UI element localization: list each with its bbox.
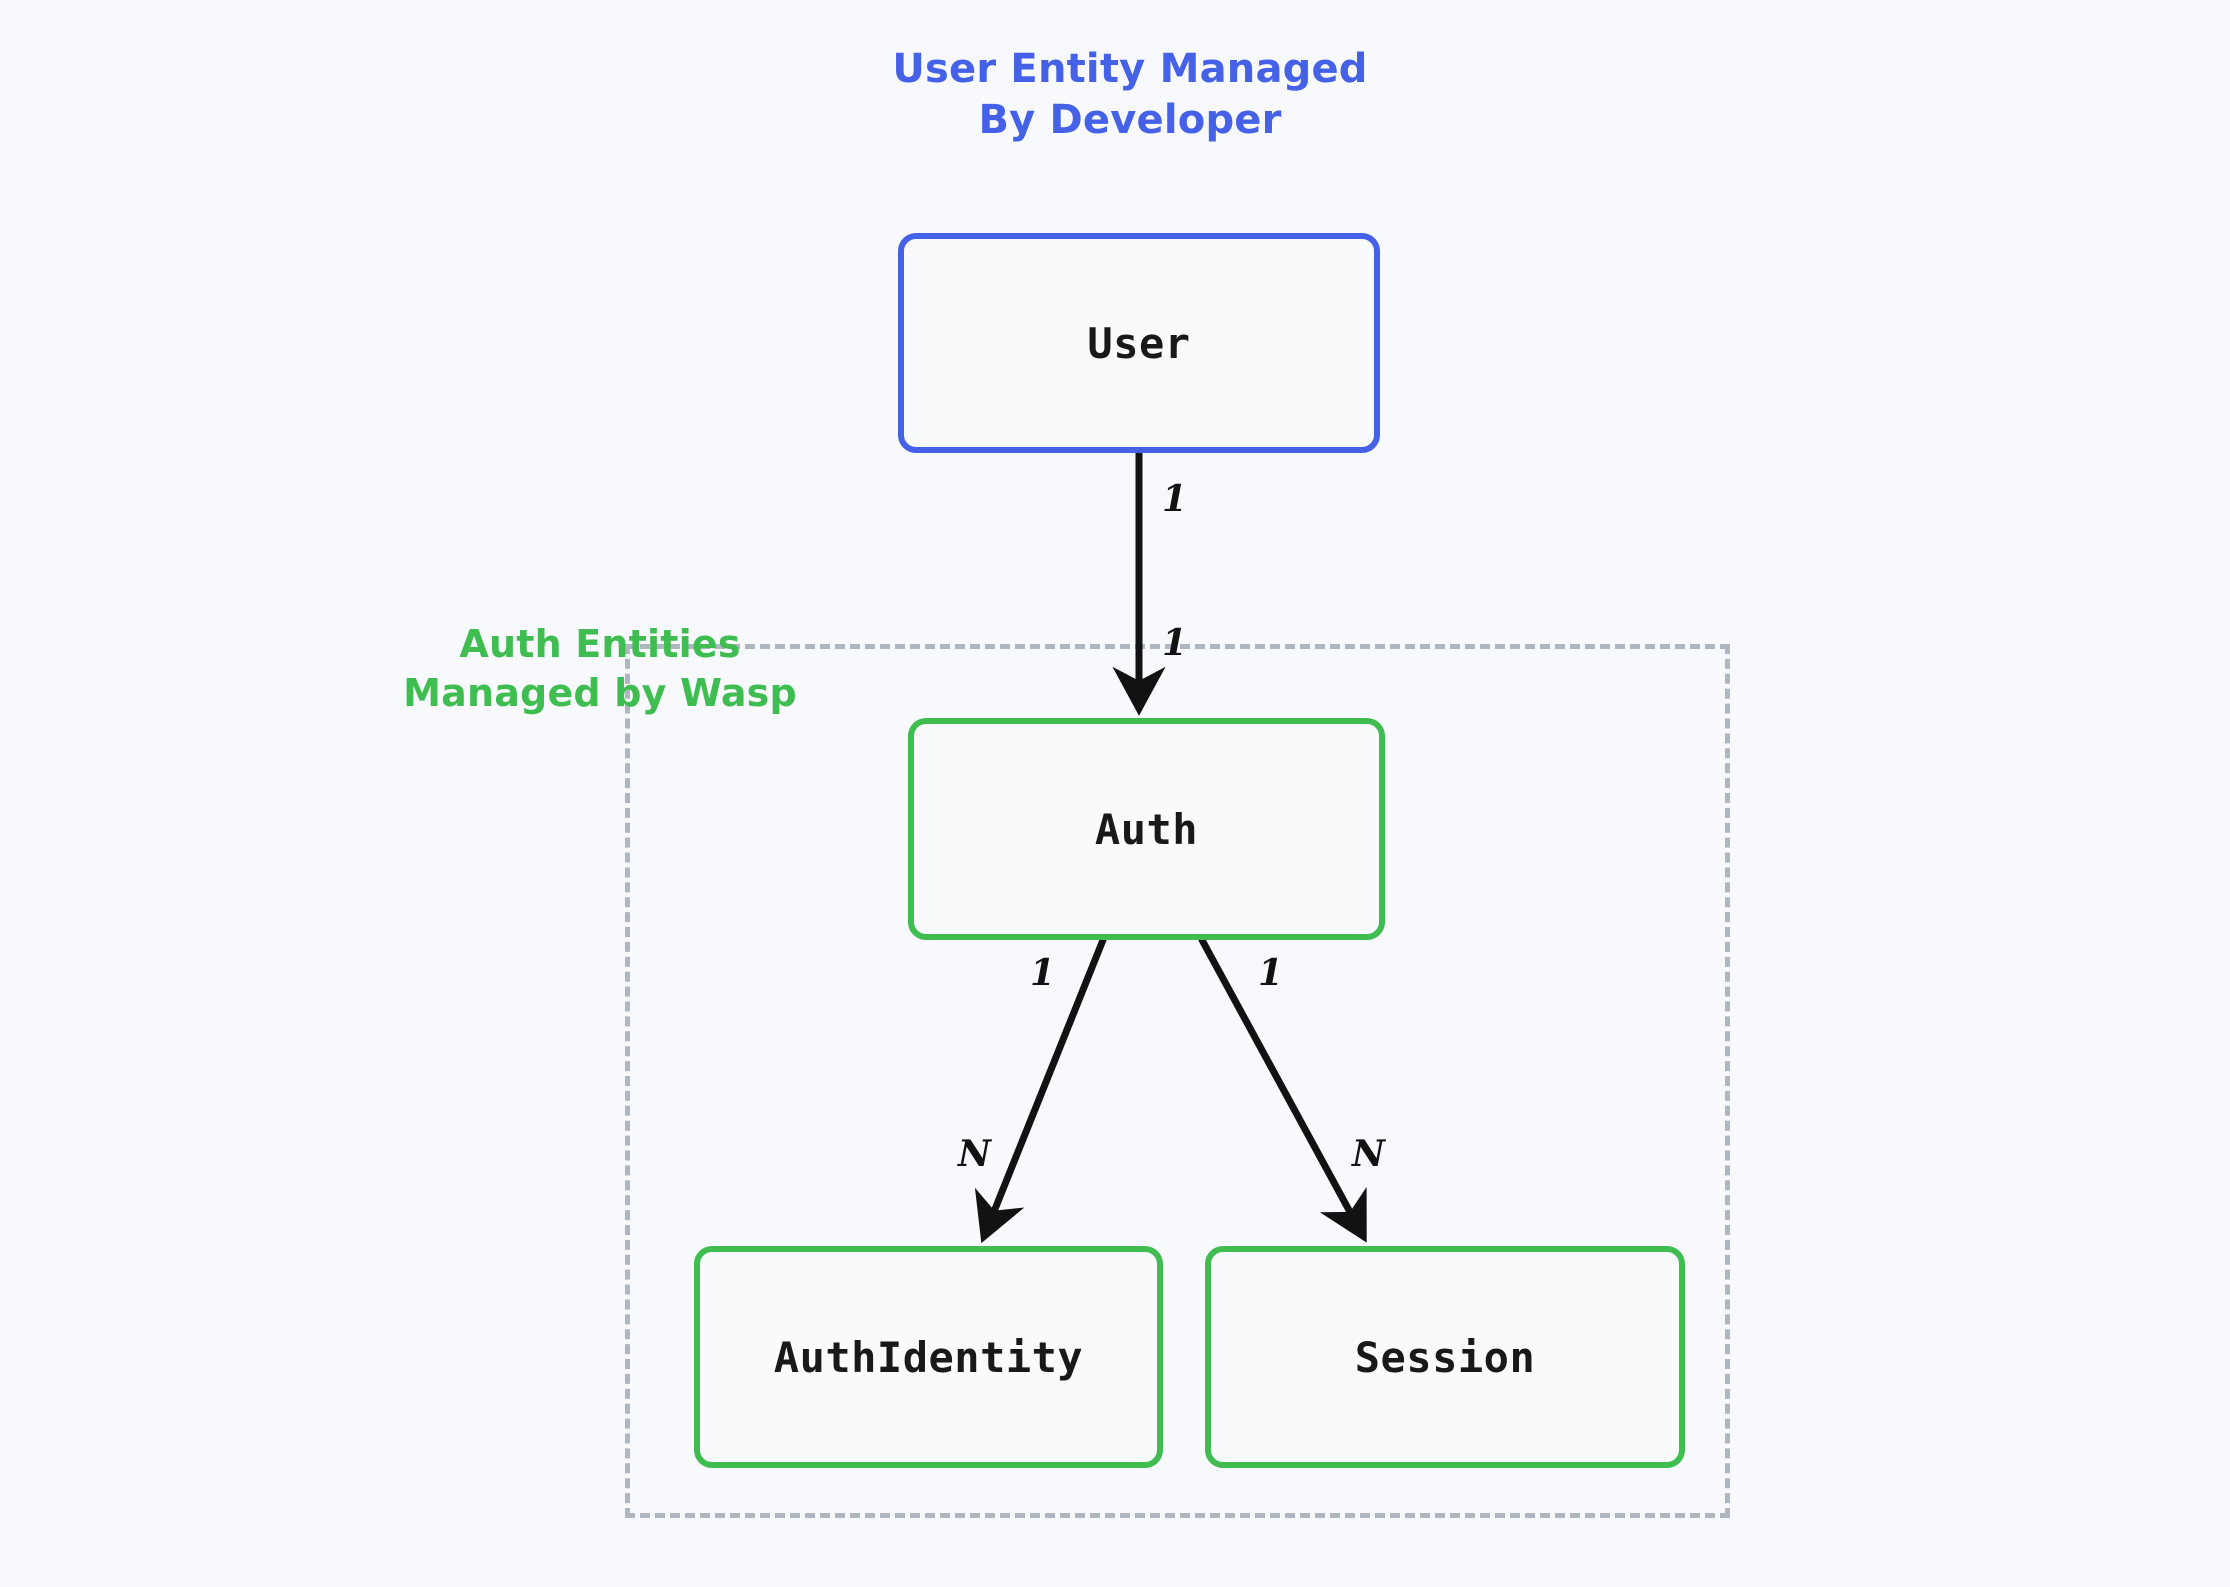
developer-group-title: User Entity Managed By Developer [892, 46, 1368, 144]
entity-node-authidentity[interactable]: AuthIdentity [694, 1246, 1163, 1468]
entity-node-user[interactable]: User [898, 233, 1380, 453]
edge-label-auth-session-target: N [1352, 1133, 1385, 1175]
edge-label-user-auth-target: 1 [1162, 622, 1188, 664]
edge-label-user-auth-source: 1 [1162, 478, 1188, 520]
entity-label-user: User [1087, 318, 1191, 368]
edge-label-auth-session-source: 1 [1258, 952, 1284, 994]
edge-label-auth-authidentity-target: N [958, 1133, 991, 1175]
auth-entities-group-container [625, 644, 1730, 1518]
entity-node-auth[interactable]: Auth [908, 718, 1385, 940]
wasp-group-title: Auth Entities Managed by Wasp [403, 622, 797, 715]
entity-node-session[interactable]: Session [1205, 1246, 1685, 1468]
entity-label-session: Session [1354, 1332, 1536, 1382]
edge-label-auth-authidentity-source: 1 [1030, 952, 1056, 994]
entity-label-auth: Auth [1094, 804, 1199, 854]
entity-label-authidentity: AuthIdentity [773, 1332, 1084, 1382]
